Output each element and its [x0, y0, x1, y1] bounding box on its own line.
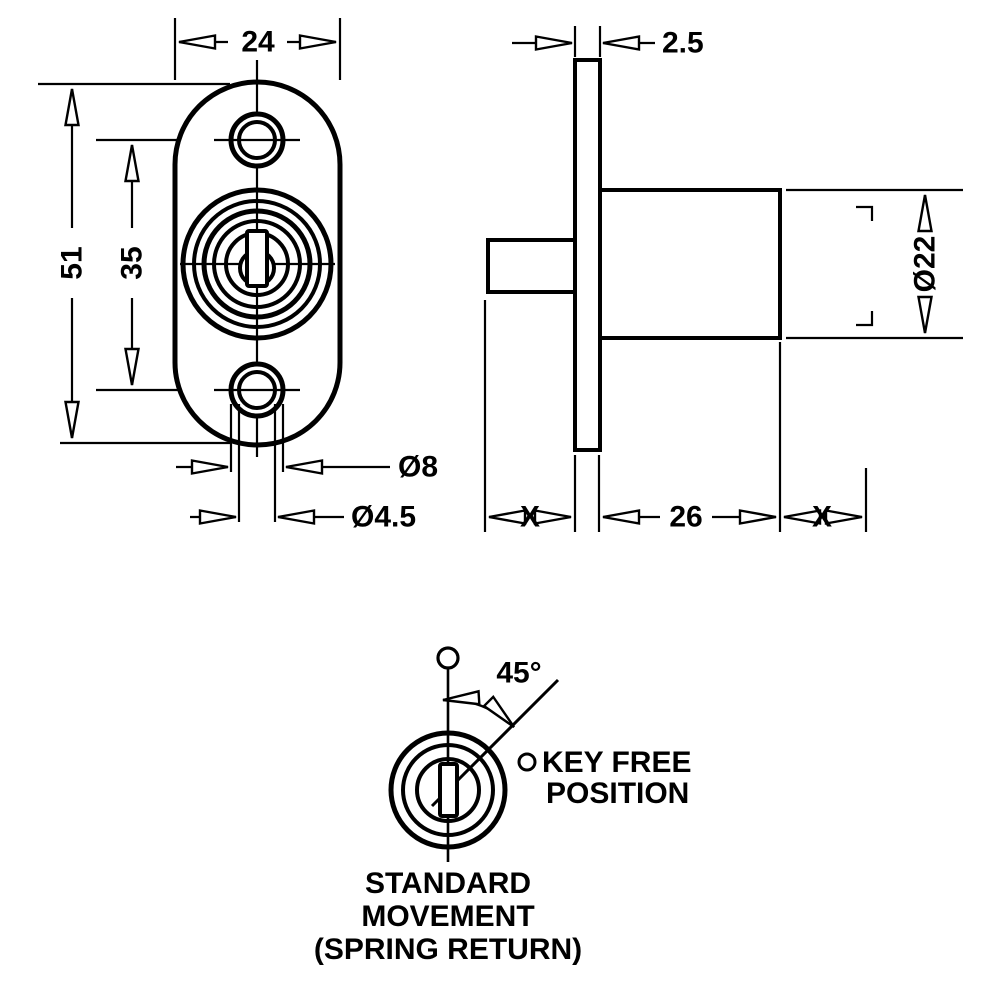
dim-label-plate-height: 51	[56, 246, 89, 279]
movement-label-line1: STANDARD	[365, 867, 531, 900]
dim-hole-large: Ø8	[176, 404, 438, 484]
dim-fixing-centres: 35	[116, 144, 149, 386]
keyway-bottom	[438, 762, 459, 818]
legend-marker-dot	[517, 752, 537, 772]
dim-label-travel-rear: X	[812, 501, 832, 534]
front-view: 24 51 35 Ø8 Ø4.5	[38, 18, 438, 534]
dim-plate-thickness: 2.5	[512, 26, 704, 60]
dim-label-plate-width: 24	[241, 26, 275, 59]
phantom-corner-bottom	[856, 311, 874, 327]
dim-plate-width: 24	[178, 26, 337, 59]
dim-plate-height: 51	[56, 88, 89, 439]
side-view: 2.5 Ø22 X 26	[483, 26, 963, 534]
dim-label-fixing-centres: 35	[116, 246, 149, 279]
phantom-corner-top	[856, 205, 874, 221]
dim-bottom-row: X 26 X	[483, 300, 868, 534]
arc-angle-arrow	[442, 689, 515, 728]
key-position-diagram: 45° KEY FREE POSITION STANDARD MOVEMENT …	[314, 646, 692, 966]
dim-label-angle: 45°	[496, 657, 541, 690]
movement-label-line2: MOVEMENT	[361, 900, 534, 933]
key-free-label-line2: POSITION	[546, 777, 689, 810]
screw-hole-top	[214, 111, 300, 169]
lock-body	[598, 188, 782, 340]
dim-label-cylinder-dia: Ø22	[909, 236, 942, 293]
side-plate	[573, 58, 602, 452]
front-cylinder	[180, 187, 335, 341]
dim-label-hole-large: Ø8	[398, 451, 438, 484]
movement-label-line3: (SPRING RETURN)	[314, 933, 582, 966]
keyway-front	[245, 229, 269, 288]
dim-hole-small: Ø4.5	[190, 404, 416, 534]
dim-label-body-length: 26	[669, 501, 702, 534]
key-free-marker-dot	[436, 646, 460, 670]
dim-cylinder-dia: Ø22	[786, 188, 963, 340]
key-free-label-line1: KEY FREE	[542, 746, 692, 779]
dim-label-plate-thickness: 2.5	[662, 27, 704, 60]
plunger-pin	[486, 238, 580, 294]
dim-label-travel-front: X	[520, 501, 540, 534]
screw-hole-bottom	[214, 361, 300, 419]
dim-label-hole-small: Ø4.5	[351, 501, 416, 534]
